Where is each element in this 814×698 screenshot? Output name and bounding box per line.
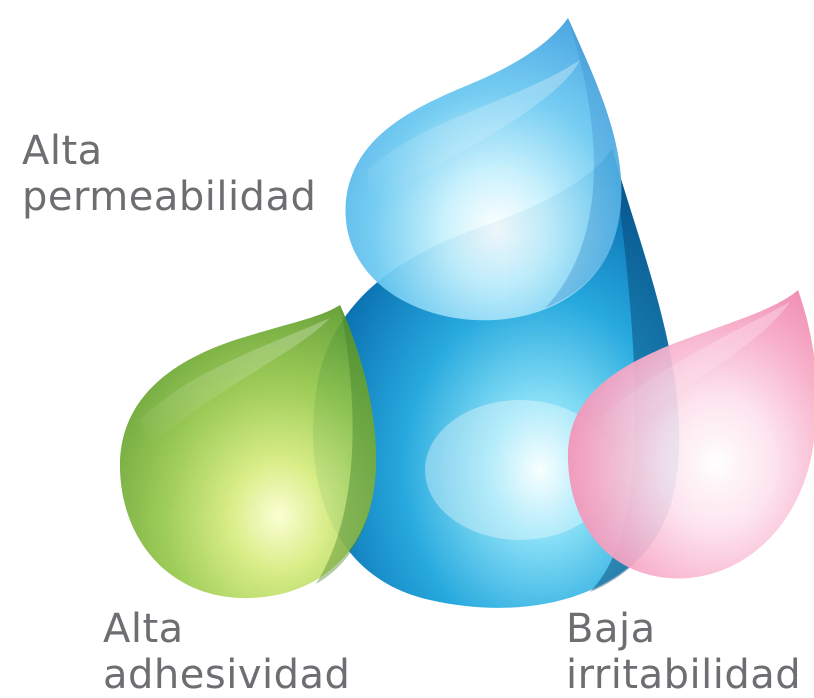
label-low-irritability: Baja irritabilidad <box>566 606 801 698</box>
top-drop-icon <box>345 18 622 321</box>
label-line-1: Baja <box>566 606 656 652</box>
left-drop-icon <box>119 305 377 599</box>
right-drop-icon <box>567 290 814 579</box>
label-high-permeability: Alta permeabilidad <box>22 128 316 220</box>
label-line-2: permeabilidad <box>22 174 317 220</box>
label-line-2: irritabilidad <box>566 652 802 698</box>
label-line-2: adhesividad <box>103 652 351 698</box>
label-high-adhesion: Alta adhesividad <box>103 606 350 698</box>
label-line-1: Alta <box>103 606 184 652</box>
label-line-1: Alta <box>22 128 103 174</box>
